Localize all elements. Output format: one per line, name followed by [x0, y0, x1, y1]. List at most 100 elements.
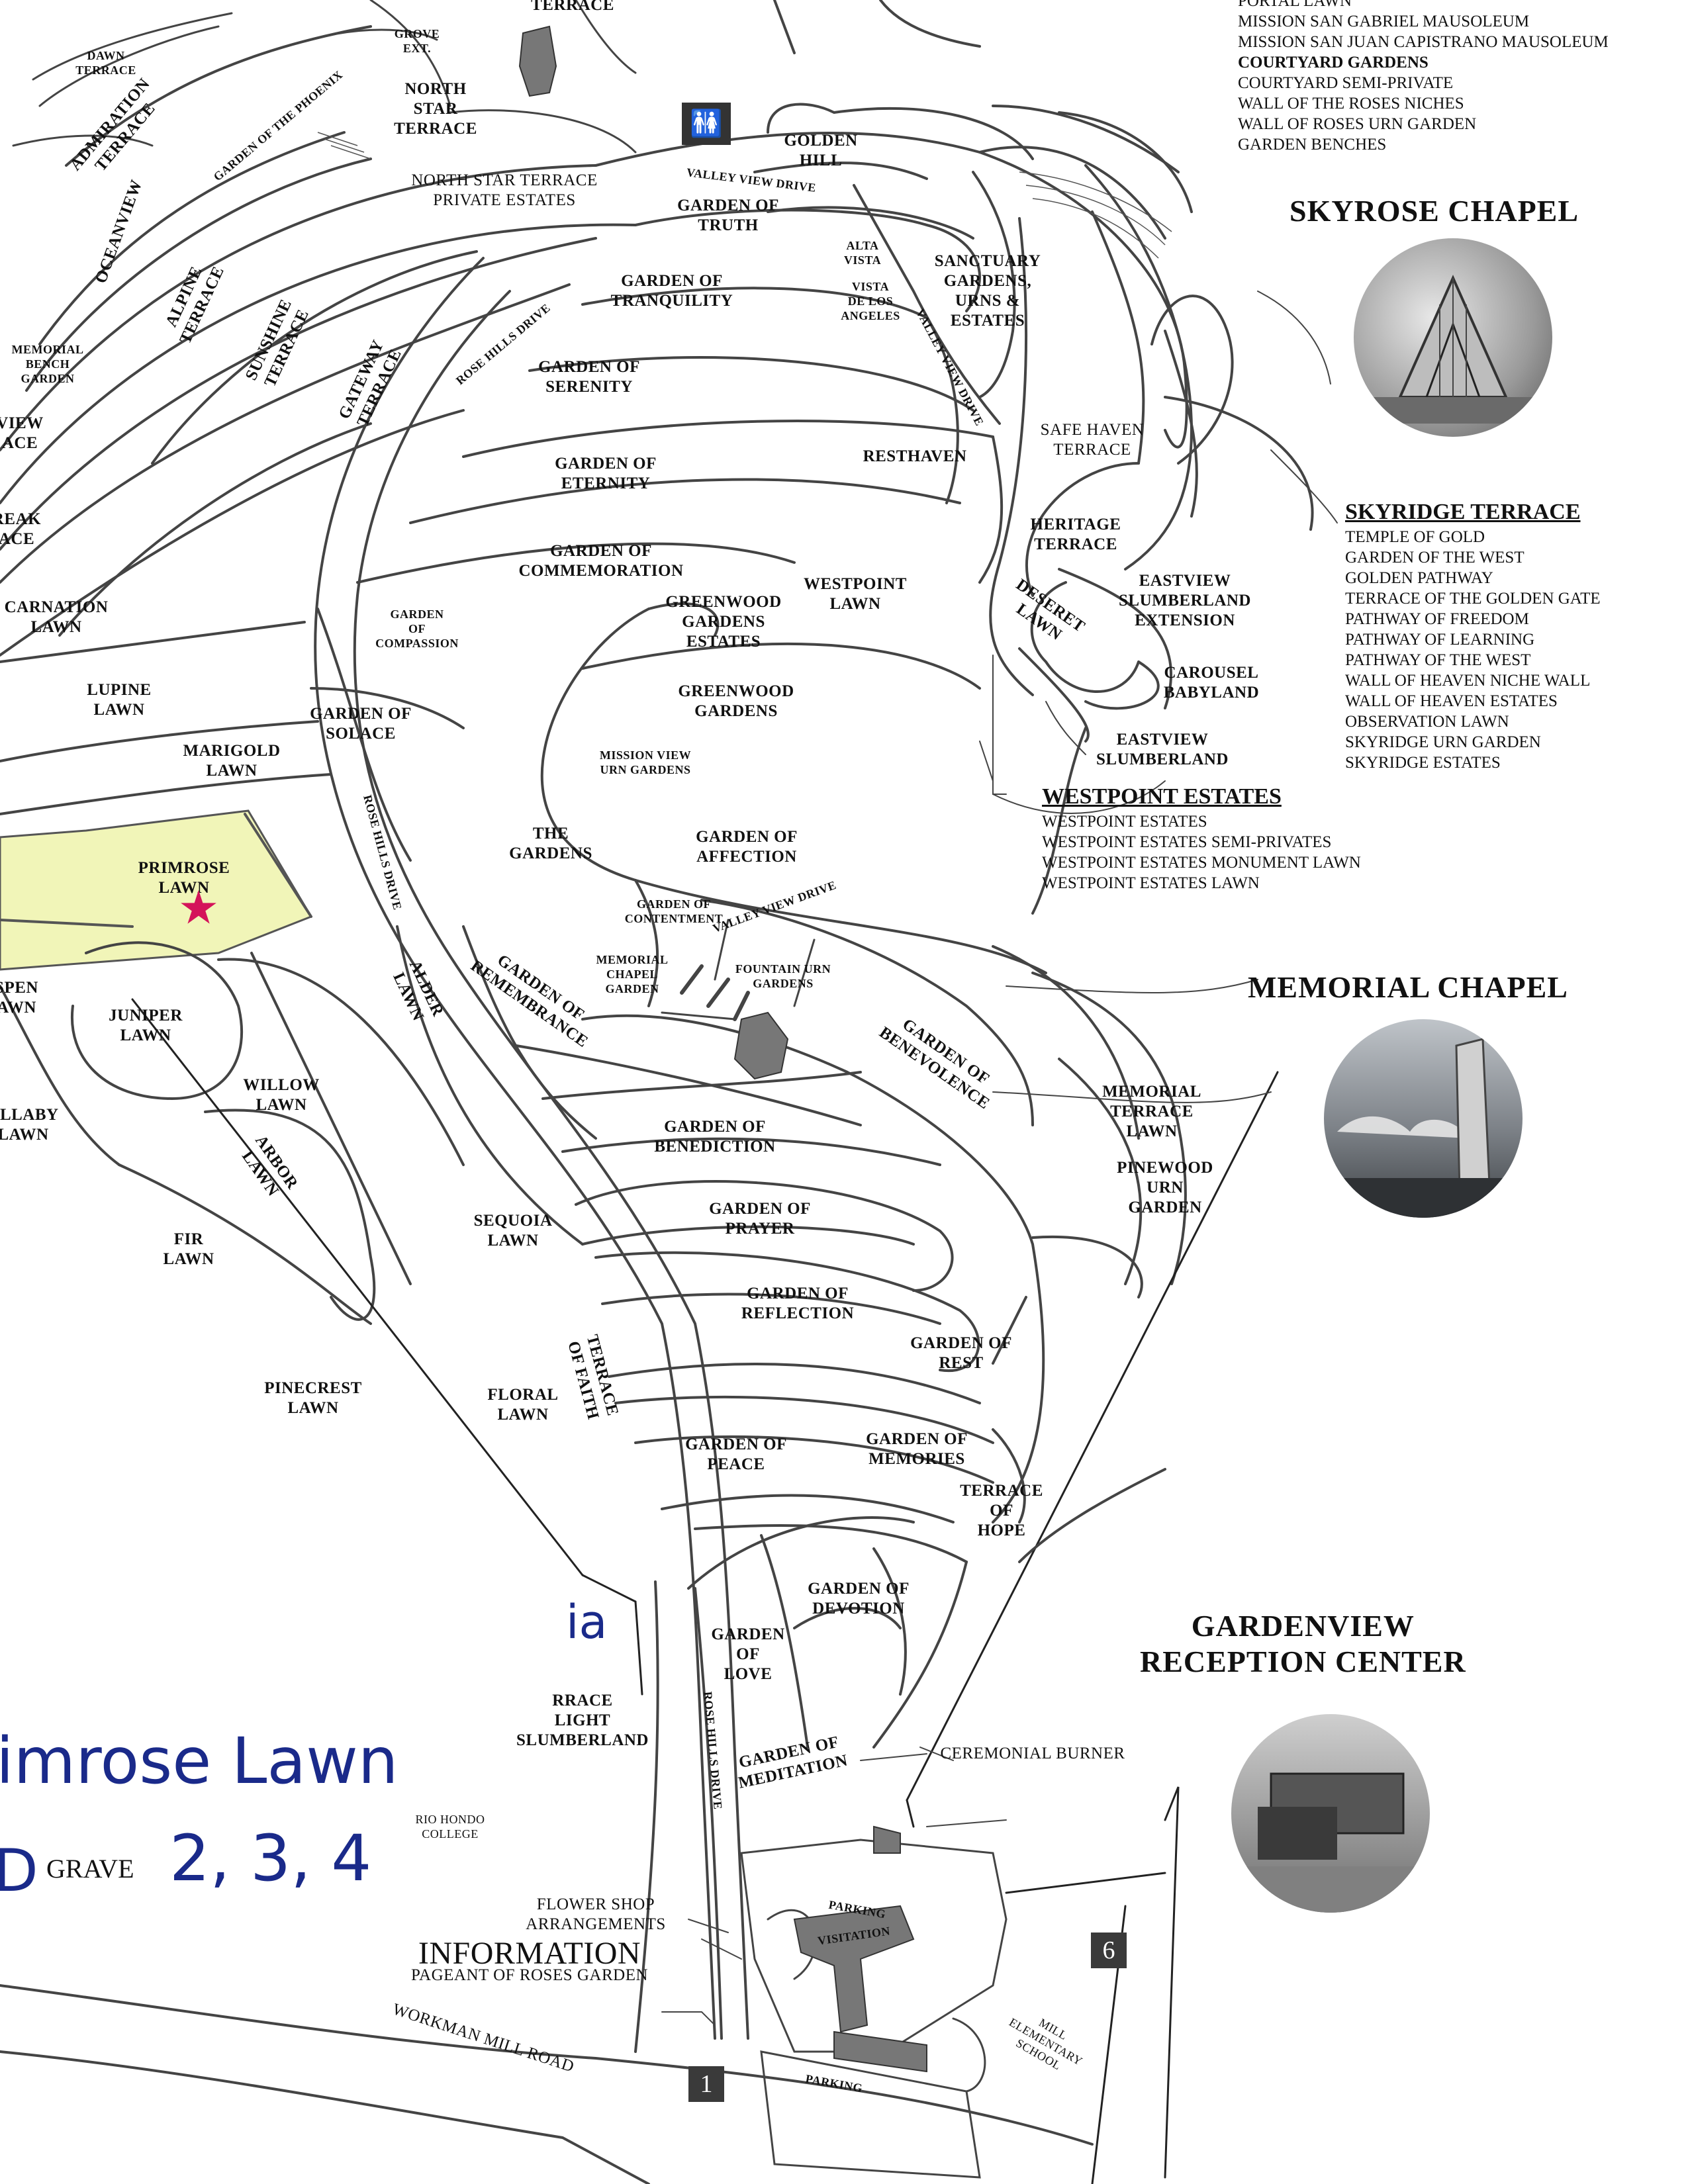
- map-label-resthaven[interactable]: RESTHAVEN: [863, 447, 967, 465]
- skyridge-item: GOLDEN PATHWAY: [1345, 569, 1493, 587]
- map-label-the-gardens[interactable]: THE GARDENS: [509, 825, 592, 862]
- map-label-pinewood-urn-garden[interactable]: PINEWOOD URN GARDEN: [1117, 1159, 1213, 1216]
- map-label-rio-hondo-college[interactable]: RIO HONDO COLLEGE: [415, 1813, 485, 1841]
- map-label-carnation-lawn[interactable]: CARNATION LAWN: [4, 598, 109, 636]
- map-label-garden-of-peace[interactable]: GARDEN OF PEACE: [685, 1435, 787, 1473]
- map-label-grove-ext[interactable]: GROVE EXT.: [394, 27, 440, 55]
- map-label-terrace-of-hope[interactable]: TERRACE OF HOPE: [960, 1482, 1043, 1539]
- map-label-sanctuary-gardens[interactable]: SANCTUARY GARDENS, URNS & ESTATES: [934, 252, 1041, 330]
- map-label-pageant-of-roses[interactable]: PAGEANT OF ROSES GARDEN: [410, 1966, 649, 1984]
- map-label-eastview-slumberland[interactable]: EASTVIEW SLUMBERLAND: [1096, 731, 1229, 768]
- memorial-chapel-title: MEMORIAL CHAPEL: [1248, 970, 1568, 1004]
- handwritten-lawn-name: imrose Lawn: [0, 1724, 399, 1798]
- westpoint-item: WESTPOINT ESTATES SEMI-PRIVATES: [1042, 833, 1332, 851]
- handwritten-grave-prefix: D: [0, 1837, 38, 1905]
- map-label-terrace-of-light[interactable]: RRACE LIGHT SLUMBERLAND: [516, 1692, 649, 1749]
- skyridge-item: TERRACE OF THE GOLDEN GATE: [1345, 590, 1601, 608]
- handwritten-fragment: ia: [566, 1595, 608, 1649]
- map-label-westpoint-lawn[interactable]: WESTPOINT LAWN: [804, 575, 907, 613]
- map-label-alta-vista[interactable]: ALTA VISTA: [843, 239, 882, 267]
- westpoint-item: WESTPOINT ESTATES MONUMENT LAWN: [1042, 854, 1361, 872]
- westpoint-item: WESTPOINT ESTATES LAWN: [1042, 874, 1260, 892]
- skyridge-item: PATHWAY OF FREEDOM: [1345, 610, 1529, 628]
- courtyard-list-item: WALL OF ROSES URN GARDEN: [1238, 115, 1477, 133]
- map-label-garden-of-commemoration[interactable]: GARDEN OF COMMEMORATION: [518, 542, 684, 580]
- map-label-flower-shop[interactable]: FLOWER SHOP ARRANGEMENTS: [526, 1895, 666, 1933]
- map-label-safe-haven-terrace[interactable]: SAFE HAVEN TERRACE: [1040, 421, 1145, 459]
- gardenview-photo: [1231, 1714, 1430, 1913]
- courtyard-list-item: MISSION SAN GABRIEL MAUSOLEUM: [1238, 13, 1530, 30]
- map-label-mission-view-urn[interactable]: MISSION VIEW URN GARDENS: [599, 749, 692, 776]
- skyridge-item: WALL OF HEAVEN ESTATES: [1345, 692, 1558, 710]
- map-label-garden-of-compassion[interactable]: GARDEN OF COMPASSION: [375, 608, 459, 650]
- gardenview-title: GARDENVIEW RECEPTION CENTER: [1140, 1609, 1466, 1678]
- map-label-garden-of-affection[interactable]: GARDEN OF AFFECTION: [696, 828, 798, 866]
- map-label-garden-of-prayer[interactable]: GARDEN OF PRAYER: [709, 1200, 811, 1238]
- map-label-willow-lawn[interactable]: WILLOW LAWN: [243, 1076, 320, 1114]
- star-icon: ★: [177, 883, 220, 934]
- westpoint-item: WESTPOINT ESTATES: [1042, 813, 1207, 831]
- map-label-garden-of-eternity[interactable]: GARDEN OF ETERNITY: [555, 455, 657, 492]
- map-label-garden-of-memories[interactable]: GARDEN OF MEMORIES: [866, 1430, 968, 1468]
- map-label-garden-of-love[interactable]: GARDEN OF LOVE: [711, 1625, 785, 1683]
- skyridge-heading: SKYRIDGE TERRACE: [1345, 500, 1581, 524]
- courtyard-list-item: MISSION SAN JUAN CAPISTRANO MAUSOLEUM: [1238, 33, 1609, 51]
- map-label-sequoia-lawn[interactable]: SEQUOIA LAWN: [473, 1212, 553, 1250]
- map-label-lullaby-lawn[interactable]: ULLABY LAWN: [0, 1106, 59, 1144]
- map-label-garden-of-reflection[interactable]: GARDEN OF REFLECTION: [741, 1285, 855, 1322]
- map-label-lupine-lawn[interactable]: LUPINE LAWN: [87, 681, 152, 719]
- map-label-fountain-urn-gardens[interactable]: FOUNTAIN URN GARDENS: [735, 962, 831, 990]
- map-label-floral-lawn[interactable]: FLORAL LAWN: [487, 1386, 559, 1424]
- map-label-vista-de-los-angeles[interactable]: VISTA DE LOS ANGELES: [841, 280, 900, 322]
- map-label-information[interactable]: INFORMATION: [418, 1936, 641, 1971]
- memorial-chapel-photo: [1324, 1019, 1523, 1218]
- map-label-garden-of-contentment[interactable]: GARDEN OF CONTENTMENT: [624, 897, 724, 925]
- hatching: [317, 132, 1172, 259]
- map-label-north-star-private[interactable]: NORTH STAR TERRACE PRIVATE ESTATES: [411, 171, 598, 209]
- map-label-marigold-lawn[interactable]: MARIGOLD LAWN: [183, 742, 281, 780]
- map-label-terrace-top[interactable]: TERRACE: [531, 0, 614, 14]
- map-label-garden-of-benediction[interactable]: GARDEN OF BENEDICTION: [654, 1118, 776, 1156]
- skyridge-item: WALL OF HEAVEN NICHE WALL: [1345, 672, 1591, 690]
- courtyard-list-item: COURTYARD SEMI-PRIVATE: [1238, 74, 1454, 92]
- map-label-aspen-lawn[interactable]: SPEN AWN: [0, 979, 38, 1017]
- map-label-memorial-chapel-garden[interactable]: MEMORIAL CHAPEL GARDEN: [596, 953, 669, 995]
- skyridge-item: PATHWAY OF LEARNING: [1345, 631, 1535, 649]
- map-label-garden-of-solace[interactable]: GARDEN OF SOLACE: [310, 705, 412, 743]
- map-label-greenwood-gardens[interactable]: GREENWOOD GARDENS: [678, 682, 794, 720]
- map-label-ceremonial-burner[interactable]: CEREMONIAL BURNER: [940, 1745, 1125, 1762]
- map-label-memorial-terrace-lawn[interactable]: MEMORIAL TERRACE LAWN: [1102, 1083, 1201, 1140]
- buildings: [518, 25, 927, 2073]
- courtyard-list-item: GARDEN BENCHES: [1238, 136, 1387, 154]
- map-label-garden-of-truth[interactable]: GARDEN OF TRUTH: [677, 197, 779, 234]
- location-badge-1[interactable]: 1: [688, 2066, 724, 2102]
- map-label-garden-of-tranquility[interactable]: GARDEN OF TRANQUILITY: [610, 272, 733, 310]
- map-label-reak-ace[interactable]: REAK ACE: [0, 510, 42, 548]
- skyridge-item: TEMPLE OF GOLD: [1345, 528, 1485, 546]
- map-label-garden-of-serenity[interactable]: GARDEN OF SERENITY: [538, 358, 640, 396]
- map-label-eastview-extension[interactable]: EASTVIEW SLUMBERLAND EXTENSION: [1119, 572, 1251, 629]
- map-label-fir-lawn[interactable]: FIR LAWN: [163, 1230, 214, 1268]
- map-label-view-ace[interactable]: VIEW ACE: [0, 414, 44, 452]
- map-label-dawn-terrace[interactable]: DAWN TERRACE: [75, 49, 136, 77]
- map-label-greenwood-gardens-estates[interactable]: GREENWOOD GARDENS ESTATES: [665, 593, 782, 651]
- map-label-golden-hill[interactable]: GOLDEN HILL: [784, 132, 858, 169]
- skyrose-chapel-photo: [1354, 238, 1552, 437]
- skyridge-item: SKYRIDGE ESTATES: [1345, 754, 1501, 772]
- map-label-garden-of-rest[interactable]: GARDEN OF REST: [910, 1334, 1012, 1372]
- map-label-memorial-bench-garden[interactable]: MEMORIAL BENCH GARDEN: [11, 343, 84, 385]
- location-badge-6[interactable]: 6: [1091, 1933, 1127, 1968]
- map-label-juniper-lawn[interactable]: JUNIPER LAWN: [109, 1007, 183, 1044]
- map-label-garden-of-devotion[interactable]: GARDEN OF DEVOTION: [808, 1580, 910, 1617]
- map-label-heritage-terrace[interactable]: HERITAGE TERRACE: [1030, 516, 1121, 553]
- map-label-pinecrest-lawn[interactable]: PINECREST LAWN: [264, 1379, 362, 1417]
- skyridge-item: GARDEN OF THE WEST: [1345, 549, 1524, 567]
- map-label-carousel-babyland[interactable]: CAROUSEL BABYLAND: [1163, 664, 1260, 702]
- map-label-north-star-terrace[interactable]: NORTH STAR TERRACE: [394, 80, 477, 138]
- westpoint-heading: WESTPOINT ESTATES: [1042, 784, 1282, 809]
- skyridge-terrace-list: SKYRIDGE TERRACE TEMPLE OF GOLD GARDEN OF …: [1345, 498, 1601, 773]
- map-label-primrose-lawn[interactable]: PRIMROSE LAWN: [138, 859, 230, 897]
- grave-label: GRAVE: [46, 1854, 134, 1884]
